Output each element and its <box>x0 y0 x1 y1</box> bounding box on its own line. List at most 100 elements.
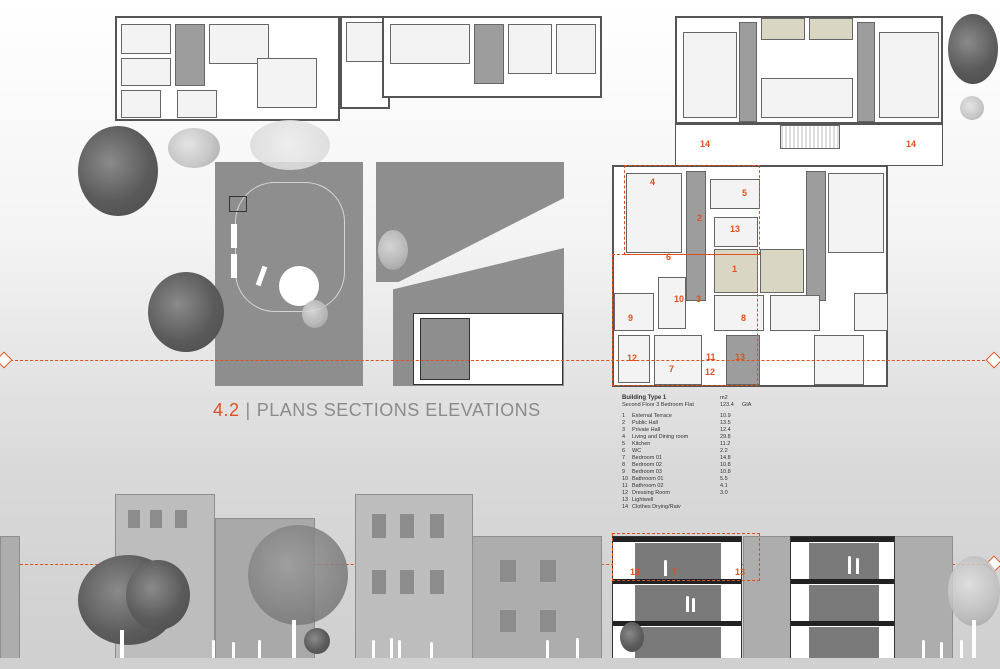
legend-room-name: Bedroom 01 <box>632 455 662 461</box>
legend-number: 9 <box>622 469 626 475</box>
section-marker-right <box>985 351 1000 369</box>
legend-total-label: GIA <box>742 402 752 408</box>
legend-number: 3 <box>622 427 626 433</box>
legend-row: 5 Kitchen 11.2 <box>622 441 812 448</box>
legend-number: 5 <box>622 441 626 447</box>
plan-room <box>209 24 269 64</box>
legend-room-name: Kitchen <box>632 441 651 447</box>
plan-room <box>809 18 853 40</box>
window <box>175 510 187 528</box>
person-figure <box>398 640 401 658</box>
legend-number: 14 <box>622 504 629 510</box>
label-dressing: 12 <box>627 353 638 363</box>
legend-area: 4.1 <box>720 483 728 489</box>
apartment-plan <box>612 165 888 387</box>
legend-row: 11 Bathroom 02 4.1 <box>622 483 812 490</box>
bedroom-2 <box>714 295 764 331</box>
legend-number: 6 <box>622 448 626 454</box>
label-bedroom1: 7 <box>669 364 675 374</box>
person-figure <box>960 640 963 658</box>
window <box>540 560 556 582</box>
legend-number: 12 <box>622 490 629 496</box>
legend-room-name: Bedroom 03 <box>632 469 662 475</box>
label-terrace: 1 <box>732 264 738 274</box>
kitchen <box>710 179 760 209</box>
fountain <box>279 266 319 306</box>
bench <box>231 224 237 248</box>
window <box>430 514 444 538</box>
living-room <box>626 173 682 253</box>
elevation-building <box>472 536 602 669</box>
person-figure <box>664 560 667 576</box>
upper-plan-block <box>675 16 943 124</box>
legend-area: 12.4 <box>720 427 731 433</box>
legend-number: 2 <box>622 420 626 426</box>
window <box>430 570 444 594</box>
legend-room-name: Private Hall <box>632 427 661 433</box>
plan-room <box>121 90 161 118</box>
person-figure <box>232 642 235 658</box>
label-dressing2: 12 <box>705 367 716 377</box>
living-room-right <box>828 173 884 253</box>
person-figure <box>686 596 689 612</box>
person-figure <box>848 556 851 574</box>
legend-number: 11 <box>622 483 628 489</box>
terrace-right <box>760 249 804 293</box>
dressing <box>618 335 650 383</box>
legend-room-name: Public Hall <box>632 420 658 426</box>
window <box>500 560 516 582</box>
person-figure <box>390 638 393 658</box>
flat-outline-top <box>624 165 760 255</box>
legend-room-name: WC <box>632 448 642 454</box>
section-building <box>790 536 895 669</box>
section-room <box>809 543 879 579</box>
legend-total: 123.4 <box>720 402 734 408</box>
window <box>400 514 414 538</box>
tree <box>250 120 330 170</box>
plan-room <box>683 32 737 118</box>
legend-room-name: Bathroom 01 <box>632 476 664 482</box>
window <box>150 510 162 528</box>
title-text: PLANS SECTIONS ELEVATIONS <box>256 400 541 420</box>
terrace-label-right: 14 <box>906 139 917 149</box>
section-room <box>809 585 879 621</box>
legend-unit: m2 <box>720 395 728 401</box>
plan-room <box>121 24 171 54</box>
label-living: 4 <box>650 177 656 187</box>
plan-room <box>739 22 757 122</box>
person-figure <box>856 558 859 574</box>
label-lightwell: 13 <box>730 224 741 234</box>
section-flat-outline <box>612 533 760 581</box>
tree <box>948 14 998 84</box>
top-mid-plan <box>340 16 390 109</box>
floor-slab <box>791 621 894 626</box>
plan-room <box>474 24 504 84</box>
legend-area: 10.8 <box>720 462 731 468</box>
tree <box>148 272 224 352</box>
plan-room <box>761 18 805 40</box>
legend-area: 11.2 <box>720 441 731 447</box>
legend-row: 3 Private Hall 12.4 <box>622 427 812 434</box>
tree-trunk <box>292 620 296 669</box>
person-figure <box>372 640 375 658</box>
legend-room-name: Bathroom 02 <box>632 483 664 489</box>
legend-area: 13.5 <box>720 420 731 426</box>
title-separator: | <box>245 400 251 420</box>
label-public-hall: 2 <box>697 213 703 223</box>
plan-room <box>346 22 386 62</box>
terrace <box>714 249 758 293</box>
plan-room <box>390 24 470 64</box>
ground-line <box>0 658 1000 669</box>
plan-room <box>508 24 552 74</box>
elevation-building <box>743 536 795 669</box>
lightwell <box>714 217 758 247</box>
legend-number: 13 <box>622 497 629 503</box>
label-lightwell2: 13 <box>735 352 746 362</box>
tree <box>960 96 984 120</box>
legend-room-name: Clothes Drying/Raiv <box>632 504 681 510</box>
floor-slab <box>791 579 894 584</box>
